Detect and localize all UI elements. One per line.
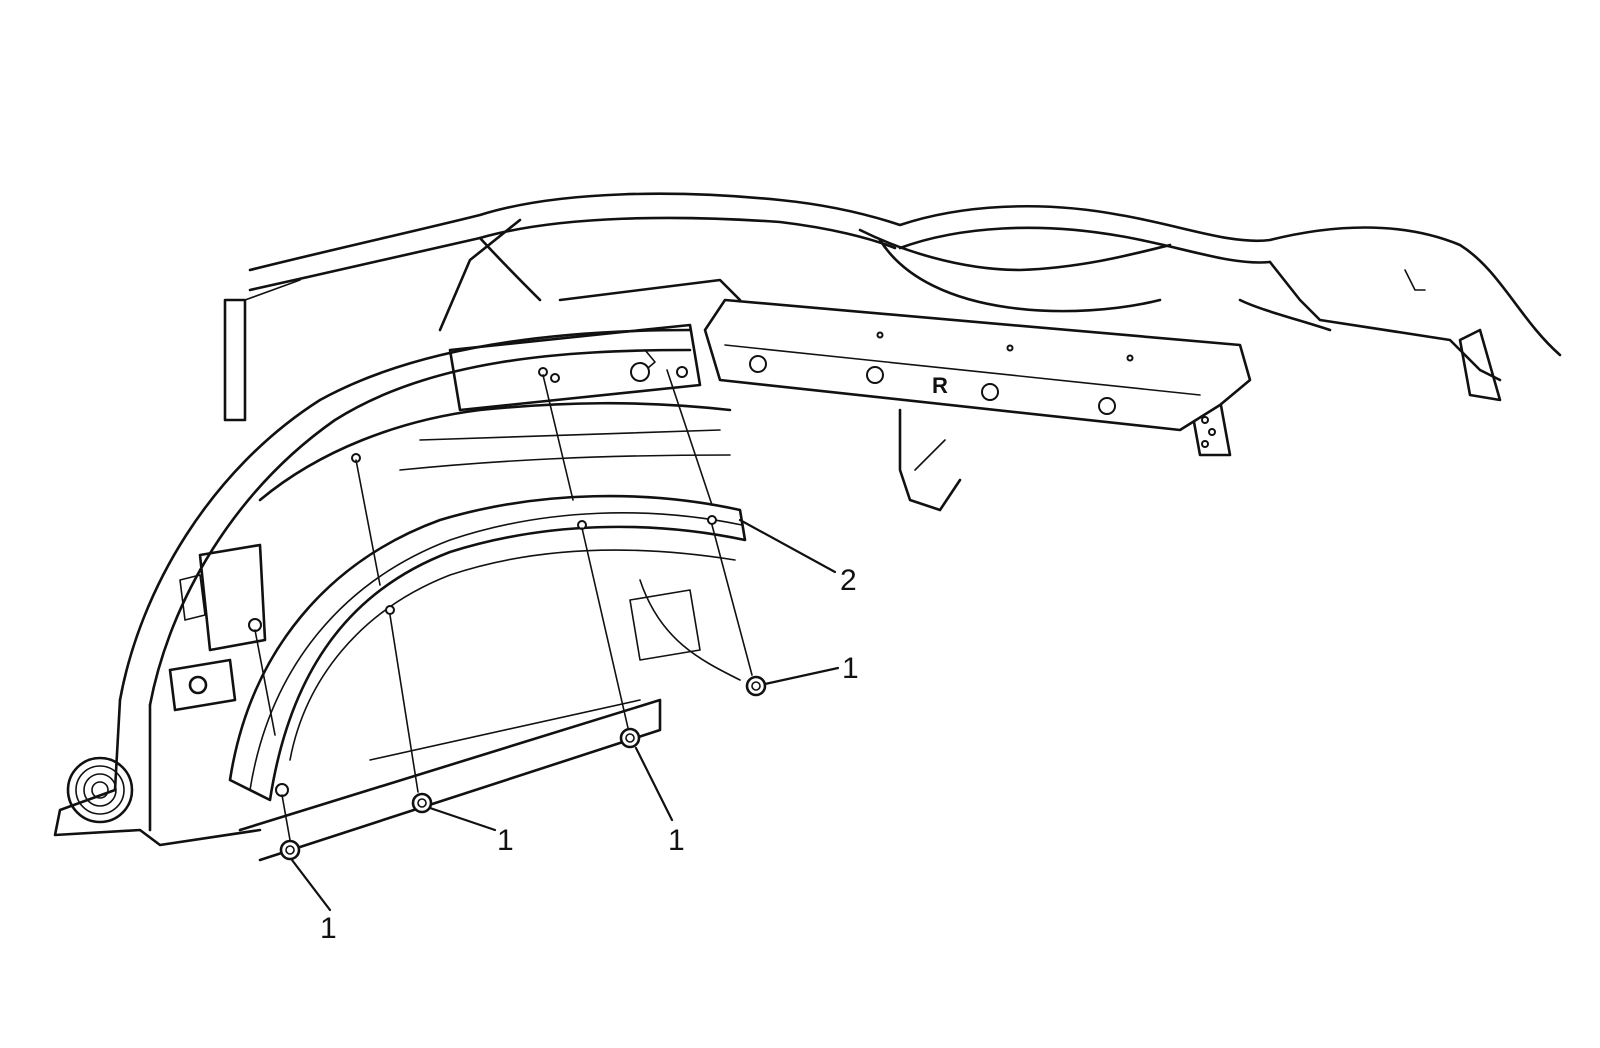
nut-icon — [411, 792, 433, 814]
nut-icon — [745, 675, 767, 697]
stamp-letter: R — [932, 373, 948, 398]
callout-fastener-a: 1 — [320, 912, 337, 945]
callout-leaders — [290, 518, 840, 912]
fastener-nuts — [279, 675, 767, 861]
coil-spring-icon — [66, 756, 134, 824]
wheelhouse-liner — [228, 367, 747, 802]
nut-icon — [619, 727, 641, 749]
wheelhouse-shell — [53, 328, 741, 862]
callout-labels: 1 1 1 1 2 — [320, 564, 859, 945]
callout-liner: 2 — [840, 564, 857, 597]
callout-fastener-d: 1 — [842, 652, 859, 685]
callout-fastener-c: 1 — [668, 824, 685, 857]
upper-mount-strap — [448, 323, 702, 412]
rear-frame-structure — [223, 192, 1562, 512]
reinforcement-bar: R — [703, 298, 1252, 432]
callout-fastener-b: 1 — [497, 824, 514, 857]
nut-icon — [279, 839, 301, 861]
fastener-guide-lines — [254, 369, 753, 841]
